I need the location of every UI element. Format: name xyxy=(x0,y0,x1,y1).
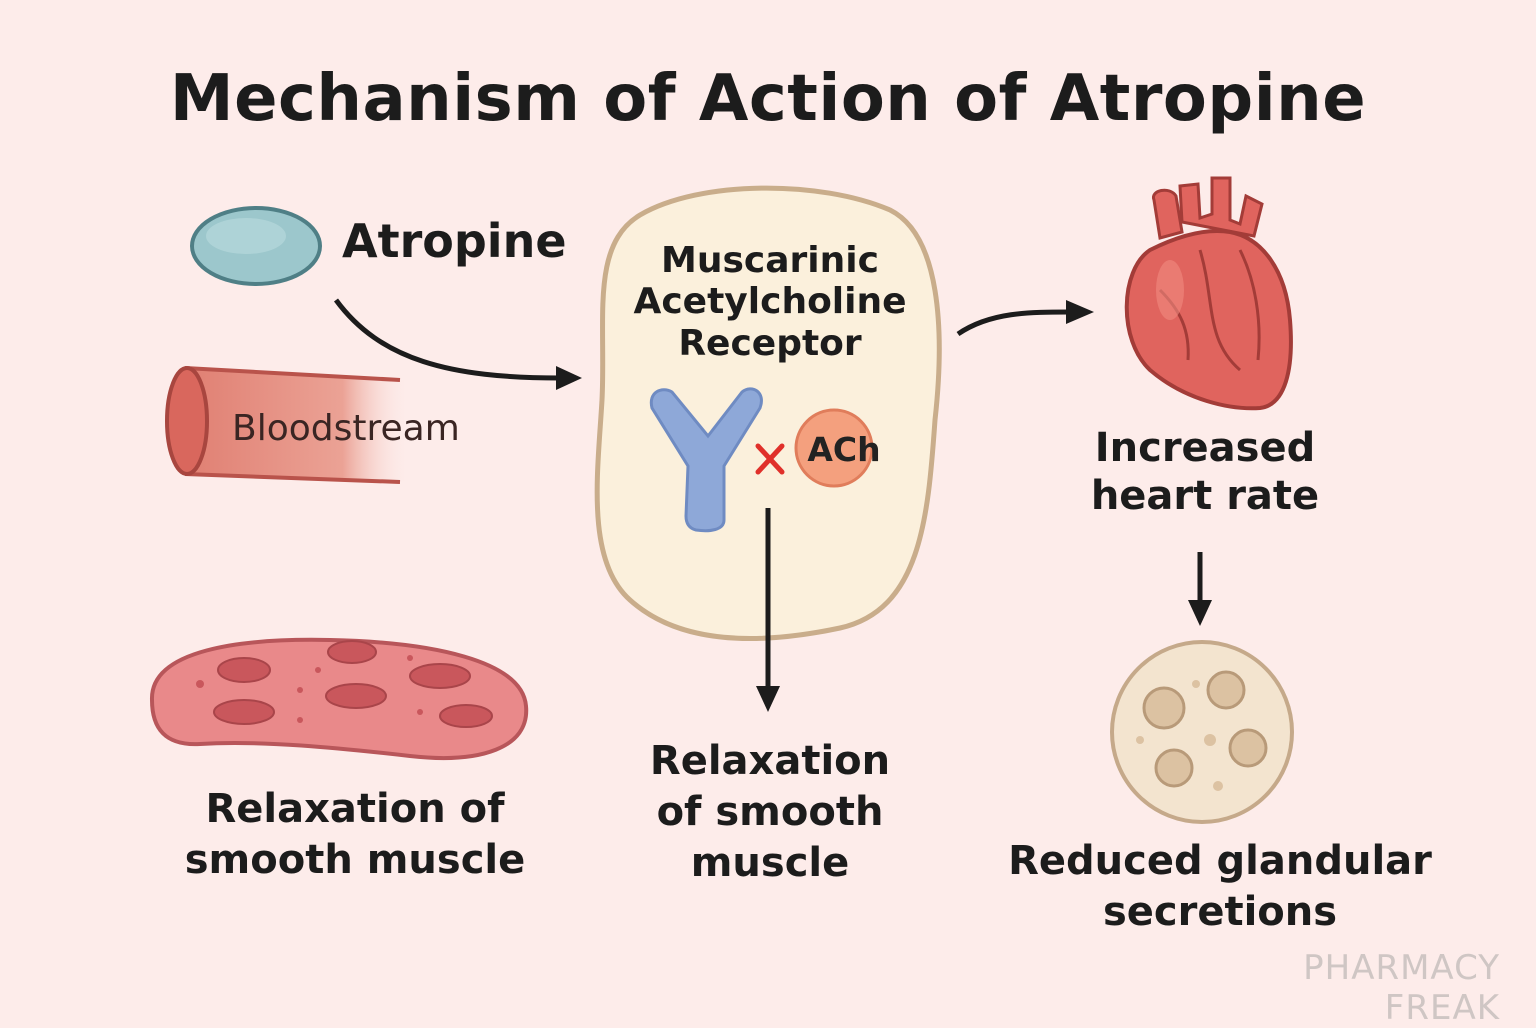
page-title: Mechanism of Action of Atropine xyxy=(169,62,1367,136)
ach-icon xyxy=(794,408,874,488)
relaxation-left-line1: Relaxation of xyxy=(205,786,505,832)
arrow-to-heart xyxy=(956,309,1071,337)
glandular-label: Reduced glandular secretions xyxy=(990,836,1450,938)
receptor-icon xyxy=(649,387,763,533)
receptor-label-line1: Muscarinic xyxy=(661,240,879,281)
relaxation-center-line1: Relaxation xyxy=(649,738,891,784)
relaxation-left-line2: smooth muscle xyxy=(184,836,526,883)
relaxation-center-line2: of smooth xyxy=(656,788,884,835)
bloodstream-label: Bloodstream xyxy=(232,408,460,449)
smooth-muscle-icon xyxy=(149,637,529,760)
glandular-line2: secretions xyxy=(1102,888,1338,935)
relaxation-left-label: Relaxation of smooth muscle xyxy=(150,784,560,886)
glandular-line1: Reduced glandular xyxy=(1008,838,1432,884)
heart-rate-label: Increased heart rate xyxy=(1060,424,1350,520)
gland-icon xyxy=(1110,640,1294,824)
blood-vessel-icon xyxy=(165,366,410,484)
receptor-cell xyxy=(594,185,942,641)
heart-rate-line2: heart rate xyxy=(1090,473,1320,519)
relaxation-center-label: Relaxation of smooth muscle xyxy=(610,736,930,888)
atropine-label: Atropine xyxy=(342,214,567,268)
receptor-label-line3: Receptor xyxy=(678,322,862,364)
pill-icon xyxy=(190,206,322,286)
arrow-to-receptor xyxy=(333,298,561,381)
receptor-label: Muscarinic Acetylcholine Receptor xyxy=(610,240,930,364)
ach-label: ACh xyxy=(807,430,881,469)
relaxation-center-line3: muscle xyxy=(690,839,850,886)
receptor-label-line2: Acetylcholine xyxy=(633,281,907,323)
heart-rate-line1: Increased xyxy=(1094,425,1316,471)
block-x-icon xyxy=(755,443,785,475)
heart-icon xyxy=(1124,176,1293,411)
watermark: PHARMACY FREAK xyxy=(1303,948,1500,1028)
